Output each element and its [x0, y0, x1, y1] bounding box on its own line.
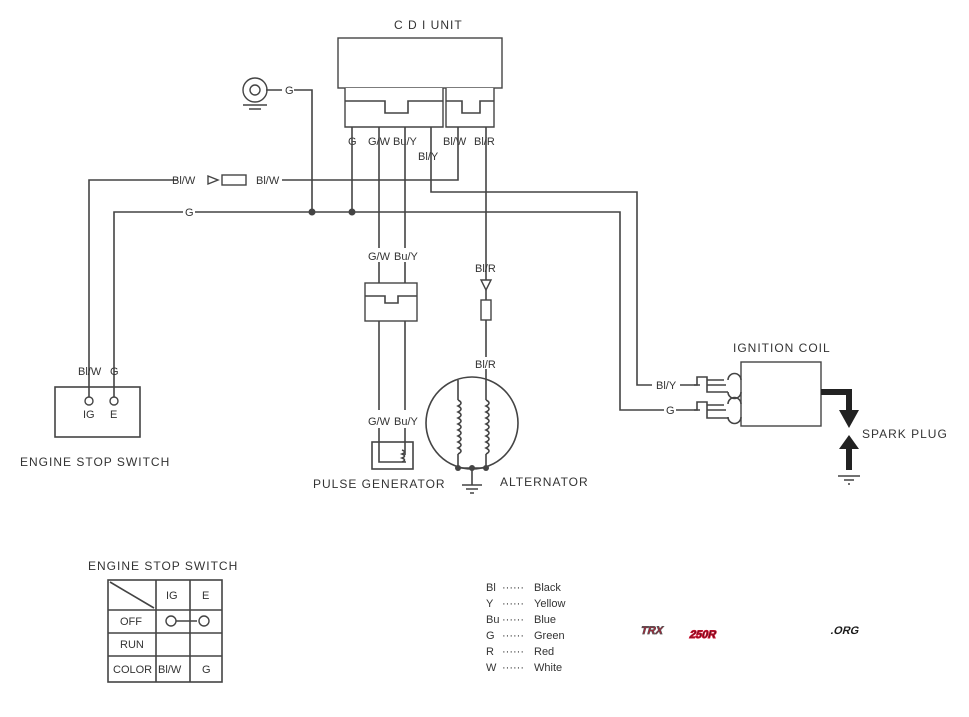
label-bg	[652, 378, 680, 390]
table-row-label: COLOR	[113, 664, 152, 676]
legend-name: White	[534, 662, 562, 674]
legend-dots: ······	[502, 646, 524, 658]
connector-arrow	[207, 174, 220, 186]
wire-g-bus	[113, 211, 700, 411]
engine-stop-switch	[54, 386, 141, 438]
coil-icon	[456, 399, 462, 455]
wire-gw-buy-lower	[378, 321, 406, 463]
table-row-label: OFF	[120, 616, 142, 628]
table-row-label: RUN	[120, 639, 144, 651]
junction	[308, 208, 316, 216]
alternator	[425, 376, 519, 494]
legend-dots: ······	[502, 582, 524, 594]
inline-connector	[480, 299, 492, 321]
legend-code: Bl	[486, 582, 496, 594]
wire-bly	[430, 127, 700, 386]
wire-label: Bl/Y	[656, 380, 677, 392]
table-header: IG	[166, 590, 178, 602]
wire-label: Bl/W	[443, 136, 467, 148]
ground-terminal: G	[242, 77, 313, 212]
wire-label: Bu/Y	[394, 416, 419, 428]
wire-label: Bl/W	[78, 366, 102, 378]
terminal-caps	[727, 372, 742, 425]
table-header: E	[202, 590, 209, 602]
logo-black-text: 250R	[688, 629, 717, 641]
ground-icon	[838, 475, 860, 485]
wire-label: Bl/W	[172, 175, 196, 187]
coil-terminals	[694, 376, 728, 419]
wire-label: G	[110, 366, 119, 378]
label-bg	[178, 175, 208, 185]
inline-connector	[221, 174, 247, 186]
wire-label: G	[285, 85, 294, 97]
wire-label: Bl/R	[475, 359, 496, 371]
cdi-title: C D I UNIT	[394, 18, 463, 32]
connector-notch	[365, 295, 417, 304]
logo-red-text: TRX	[639, 625, 665, 637]
coil-icon	[484, 399, 490, 455]
color-legend: Bl ······ Black Y ······ Yellow Bu ·····…	[486, 582, 565, 674]
hv-lead	[821, 389, 852, 412]
wire-label: Bu/Y	[394, 251, 419, 263]
legend-code: G	[486, 630, 495, 642]
terminal-label: E	[110, 409, 117, 421]
cdi-connector-small	[445, 88, 495, 128]
legend-code: R	[486, 646, 494, 658]
pulse-connector	[364, 282, 418, 322]
switch-table-title: ENGINE STOP SWITCH	[88, 559, 238, 573]
wire-label: G/W	[368, 416, 391, 428]
legend-name: Black	[534, 582, 561, 594]
cdi-unit: C D I UNIT	[337, 18, 503, 128]
label-bg	[664, 404, 676, 416]
legend-name: Yellow	[534, 598, 565, 610]
label-bg	[366, 248, 420, 262]
wire-label: G/W	[368, 251, 391, 263]
legend-code: Y	[486, 598, 494, 610]
engine-stop-switch-label: ENGINE STOP SWITCH	[20, 455, 170, 469]
pulse-generator	[371, 441, 414, 470]
wire-label: Bl/Y	[418, 151, 439, 163]
ignition-coil	[740, 361, 822, 427]
spark-plug-label: SPARK PLUG	[862, 427, 948, 441]
wire-label: G	[666, 405, 675, 417]
spark-plug-electrode	[839, 410, 859, 428]
legend-name: Blue	[534, 614, 556, 626]
wire-label: Bl/W	[256, 175, 280, 187]
connector-notch	[446, 100, 494, 114]
spark-plug-ground-electrode	[839, 435, 859, 470]
cdi-body	[337, 37, 503, 89]
legend-dots: ······	[502, 662, 524, 674]
ignition-coil-label: IGNITION COIL	[733, 341, 831, 355]
legend-dots: ······	[502, 630, 524, 642]
legend-code: W	[486, 662, 497, 674]
legend-name: Red	[534, 646, 554, 658]
cdi-connector-main	[344, 88, 444, 128]
legend-dots: ······	[502, 614, 524, 626]
table-cell: G	[202, 664, 211, 676]
legend-code: Bu	[486, 614, 499, 626]
pulse-generator-label: PULSE GENERATOR	[313, 477, 446, 491]
connector-arrow	[479, 279, 493, 292]
alternator-label: ALTERNATOR	[500, 475, 589, 489]
terminal-e	[109, 396, 119, 406]
wire-label: Bl/R	[475, 263, 496, 275]
label-bg	[183, 207, 195, 217]
terminal-label: IG	[83, 409, 95, 421]
label-bg	[472, 357, 500, 369]
label-bg	[250, 175, 282, 185]
logo-suffix: .ORG	[829, 625, 861, 637]
legend-name: Green	[534, 630, 565, 642]
table-cell: Bl/W	[158, 664, 182, 676]
wire-label: G	[185, 207, 194, 219]
trx250r-logo: TRX 250R .ORG	[639, 625, 861, 642]
coil-icon	[399, 449, 406, 463]
wire-label: Bl/R	[474, 136, 495, 148]
switch-table	[107, 579, 223, 683]
connector-notch	[345, 100, 443, 114]
legend-dots: ······	[502, 598, 524, 610]
terminal-ig	[84, 396, 94, 406]
junction	[348, 208, 356, 216]
